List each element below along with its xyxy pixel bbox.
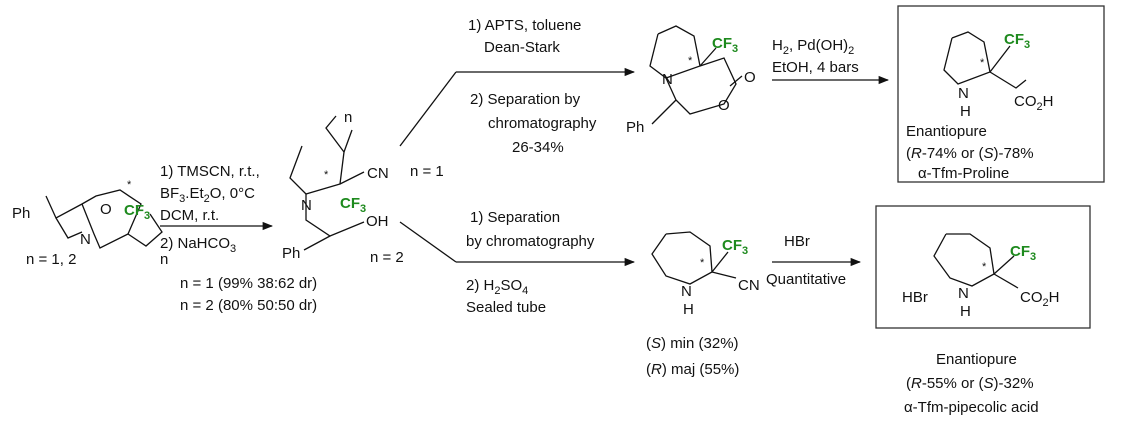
proline-caption-line-2: (R-74% or (S)-78% xyxy=(906,145,1034,162)
proline-caption: Enantiopure (R-74% or (S)-78% α-Tfm-Prol… xyxy=(906,123,1034,182)
step1-cond-3: DCM, r.t. xyxy=(160,207,219,224)
start-n-label: n = 1, 2 xyxy=(26,251,76,268)
ring-size-n: n xyxy=(160,251,168,268)
phenyl-label: Ph xyxy=(12,205,30,222)
pipecolic-caption-line-3: α-Tfm-pipecolic acid xyxy=(904,399,1039,416)
tfm-proline-structure: N H * CF3 CO2H xyxy=(943,31,1053,120)
step1-cond-4: 2) NaHCO3 xyxy=(160,235,236,255)
hydrogenation-cond-1: H2, Pd(OH)2 xyxy=(772,37,854,57)
stereocenter-star: * xyxy=(324,169,329,181)
nh-hydrogen: H xyxy=(960,303,971,320)
branch-bottom-cond-4: Sealed tube xyxy=(466,299,546,316)
nitrogen-atom: N xyxy=(681,283,692,300)
step1-yield-n2: n = 2 (80% 50:50 dr) xyxy=(180,297,317,314)
hydrogenation-conditions: H2, Pd(OH)2 EtOH, 4 bars xyxy=(772,37,859,76)
carboxylic-acid: CO2H xyxy=(1020,289,1059,309)
step1-cond-2: BF3.Et2O, 0°C xyxy=(160,185,255,205)
phenyl-label: Ph xyxy=(626,119,644,136)
nitrogen-atom: N xyxy=(662,71,673,88)
cf3-group: CF3 xyxy=(1004,31,1030,51)
phenyl-label: Ph xyxy=(282,245,300,262)
carbonyl-oxygen: O xyxy=(744,69,756,86)
stereocenter-star: * xyxy=(980,57,985,69)
nitrogen-atom: N xyxy=(958,285,969,302)
step1-cond-1: 1) TMSCN, r.t., xyxy=(160,163,260,180)
branch-top-cond-5: 26-34% xyxy=(512,139,564,156)
cf3-group: CF3 xyxy=(722,237,748,257)
pipecolic-caption-line-2: (R-55% or (S)-32% xyxy=(906,375,1034,392)
stereocenter-star: * xyxy=(688,55,693,67)
hbr-reagent: HBr xyxy=(784,233,810,250)
branch-top-cond-2: Dean-Stark xyxy=(484,39,560,56)
proline-caption-line-1: Enantiopure xyxy=(906,123,987,140)
stereocenter-star: * xyxy=(700,257,705,269)
aminonitrile-intermediate: n N * CN CF3 Ph OH xyxy=(282,109,389,262)
nitrogen-atom: N xyxy=(80,231,91,248)
isomer-r-label: (R) maj (55%) xyxy=(646,361,739,378)
tfm-pipecolic-structure: HBr N H * CF3 CO2H xyxy=(902,233,1059,320)
nitrile-group: CN xyxy=(738,277,760,294)
hbr-salt: HBr xyxy=(902,289,928,306)
cf3-group: CF3 xyxy=(124,202,150,222)
nh-hydrogen: H xyxy=(683,301,694,318)
hbr-yield: Quantitative xyxy=(766,271,846,288)
step1-conditions: 1) TMSCN, r.t., BF3.Et2O, 0°C DCM, r.t. … xyxy=(160,163,317,314)
piperidine-isomers: (S) min (32%) (R) maj (55%) xyxy=(646,335,739,378)
isomer-s-label: (S) min (32%) xyxy=(646,335,739,352)
pipecolic-caption: Enantiopure (R-55% or (S)-32% α-Tfm-pipe… xyxy=(904,351,1039,416)
branch-bottom-n-label: n = 2 xyxy=(370,249,404,266)
nitrile-group: CN xyxy=(367,165,389,182)
piperidine-aminonitrile: N H * CF3 CN xyxy=(651,231,760,318)
starting-oxazolidine: O N Ph * CF3 n n = 1, 2 xyxy=(12,179,168,268)
branch-top-cond-4: chromatography xyxy=(488,115,597,132)
branch-bottom-cond-2: by chromatography xyxy=(466,233,595,250)
oxygen-atom: O xyxy=(100,201,112,218)
nitrogen-atom: N xyxy=(958,85,969,102)
hydrogenation-cond-2: EtOH, 4 bars xyxy=(772,59,859,76)
hydroxyl-group: OH xyxy=(366,213,389,230)
ring-size-n: n xyxy=(344,109,352,126)
cf3-group: CF3 xyxy=(340,195,366,215)
branch-top-n-label: n = 1 xyxy=(410,163,444,180)
stereocenter-star: * xyxy=(127,179,132,191)
ring-oxygen: O xyxy=(718,97,730,114)
proline-caption-line-3: α-Tfm-Proline xyxy=(918,165,1009,182)
cf3-group: CF3 xyxy=(1010,243,1036,263)
branch-bottom-cond-1: 1) Separation xyxy=(470,209,560,226)
pipecolic-caption-line-1: Enantiopure xyxy=(936,351,1017,368)
branch-bottom-conditions: 1) Separation by chromatography 2) H2SO4… xyxy=(466,209,595,316)
proline-box xyxy=(897,5,1105,183)
nh-hydrogen: H xyxy=(960,103,971,120)
stereocenter-star: * xyxy=(982,261,987,273)
cf3-group: CF3 xyxy=(712,35,738,55)
pipecolic-box xyxy=(875,205,1091,329)
branch-bottom-line xyxy=(399,221,457,263)
branch-top-cond-3: 2) Separation by xyxy=(470,91,581,108)
branch-top-line xyxy=(399,71,457,147)
carboxylic-acid: CO2H xyxy=(1014,93,1053,113)
bicyclic-lactone: N * CF3 O O Ph xyxy=(626,25,756,136)
branch-bottom-cond-3: 2) H2SO4 xyxy=(466,277,528,297)
step1-yield-n1: n = 1 (99% 38:62 dr) xyxy=(180,275,317,292)
branch-top-cond-1: 1) APTS, toluene xyxy=(468,17,581,34)
nitrogen-atom: N xyxy=(301,197,312,214)
branch-top-conditions: 1) APTS, toluene Dean-Stark 2) Separatio… xyxy=(468,17,597,156)
